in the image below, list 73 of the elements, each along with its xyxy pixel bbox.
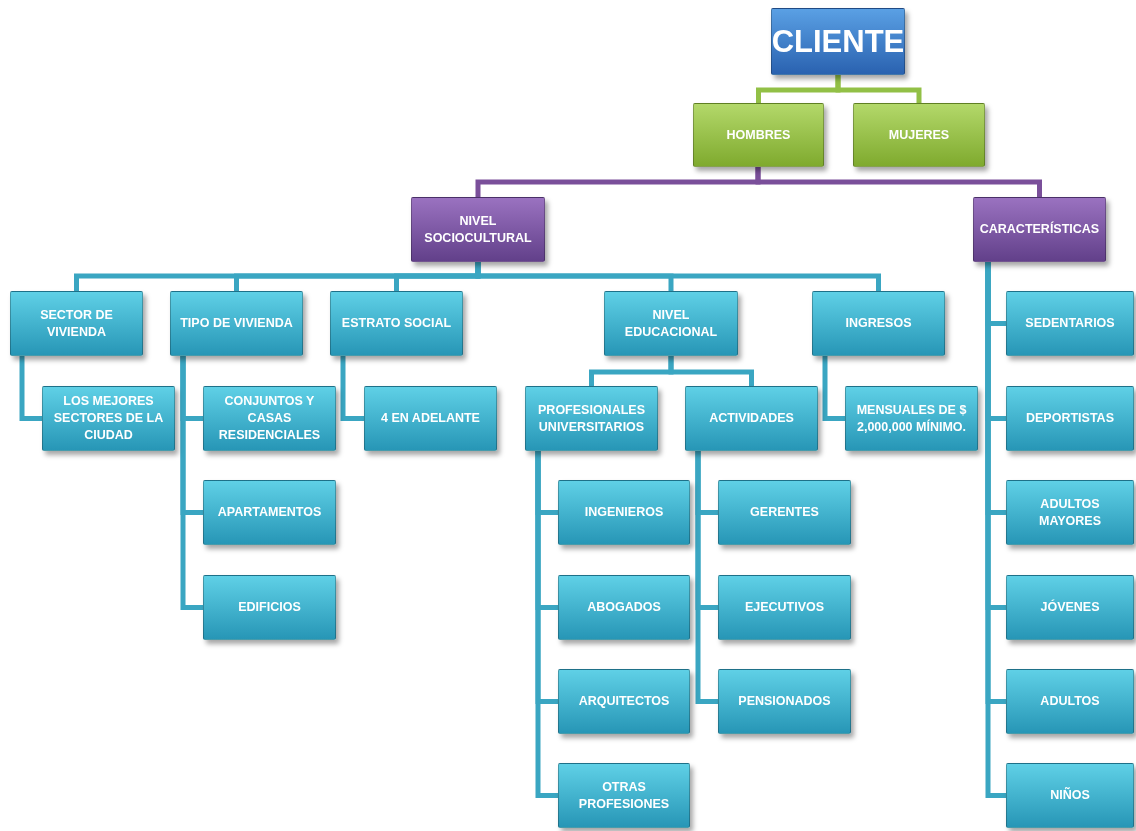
box-label: SECTOR DE VIVIENDA	[39, 306, 114, 341]
box-label: 4 EN ADELANTE	[381, 410, 480, 427]
org-box	[203, 480, 336, 545]
org-box	[558, 575, 690, 640]
box-label: ABOGADOS	[587, 599, 661, 616]
org-box	[685, 386, 818, 451]
box-label: NIVEL SOCIOCULTURAL	[423, 212, 533, 247]
connector-line	[835, 75, 922, 103]
org-box	[411, 197, 545, 262]
org-box	[330, 291, 463, 356]
org-box	[525, 386, 658, 451]
box-label: ADULTOS MAYORES	[1037, 495, 1103, 530]
box-label: CLIENTE	[771, 26, 905, 57]
box-label: SEDENTARIOS	[1025, 315, 1115, 332]
box-label: INGENIEROS	[584, 504, 664, 521]
connector-line	[535, 451, 558, 798]
box-label: HOMBRES	[726, 126, 791, 144]
org-box	[558, 763, 690, 828]
connector-line	[755, 167, 1042, 197]
box-label: MENSUALES DE $ 2,000,000 MÍNIMO.	[855, 401, 968, 436]
connector-line	[19, 356, 42, 421]
org-box	[170, 291, 303, 356]
box-label: APARTAMENTOS	[217, 504, 322, 521]
box-label: NIVEL EDUCACIONAL	[623, 306, 719, 341]
box-label: ADULTOS	[1040, 693, 1100, 710]
box-label: ACTIVIDADES	[709, 410, 794, 427]
org-box	[1006, 575, 1134, 640]
box-label: CARACTERÍSTICAS	[979, 221, 1100, 238]
org-box	[693, 103, 824, 167]
connector-line	[340, 356, 364, 421]
box-label: JÓVENES	[1040, 599, 1100, 616]
org-box	[718, 575, 851, 640]
box-label: PROFESIONALES UNIVERSITARIOS	[537, 401, 646, 436]
org-box	[1006, 386, 1134, 451]
org-box	[203, 575, 336, 640]
box-label: GERENTES	[750, 504, 819, 521]
box-label: TIPO DE VIVIENDA	[180, 315, 293, 332]
org-box	[364, 386, 497, 451]
connector-line	[822, 356, 845, 421]
org-box	[558, 480, 690, 545]
org-box	[604, 291, 738, 356]
box-label: PENSIONADOS	[738, 693, 831, 710]
box-label: LOS MEJORES SECTORES DE LA CIUDAD	[52, 393, 165, 444]
org-box	[1006, 763, 1134, 828]
org-box	[718, 480, 851, 545]
org-box	[853, 103, 985, 167]
org-box	[1006, 480, 1134, 545]
org-box	[42, 386, 175, 451]
org-box	[558, 669, 690, 734]
box-label: INGRESOS	[845, 315, 912, 332]
org-box	[771, 8, 905, 75]
box-label: ARQUITECTOS	[578, 693, 670, 710]
org-box	[718, 669, 851, 734]
org-box	[1006, 291, 1134, 356]
box-label: EDIFICIOS	[238, 599, 301, 616]
connector-line	[695, 451, 718, 704]
connector-line	[475, 262, 881, 291]
box-label: OTRAS PROFESIONES	[577, 778, 671, 813]
box-label: CONJUNTOS Y CASAS RESIDENCIALES	[217, 393, 322, 444]
box-label: ESTRATO SOCIAL	[341, 315, 452, 332]
box-label: MUJERES	[888, 126, 950, 144]
connector-line	[668, 356, 754, 386]
connector-line	[985, 262, 1006, 798]
org-box	[845, 386, 978, 451]
org-box	[1006, 669, 1134, 734]
box-label: DEPORTISTAS	[1026, 410, 1114, 427]
box-label: NIÑOS	[1050, 787, 1090, 804]
box-label: EJECUTIVOS	[744, 599, 825, 616]
connector-line	[180, 356, 203, 610]
org-box	[10, 291, 143, 356]
org-box	[203, 386, 336, 451]
org-box	[812, 291, 945, 356]
org-box	[973, 197, 1106, 262]
